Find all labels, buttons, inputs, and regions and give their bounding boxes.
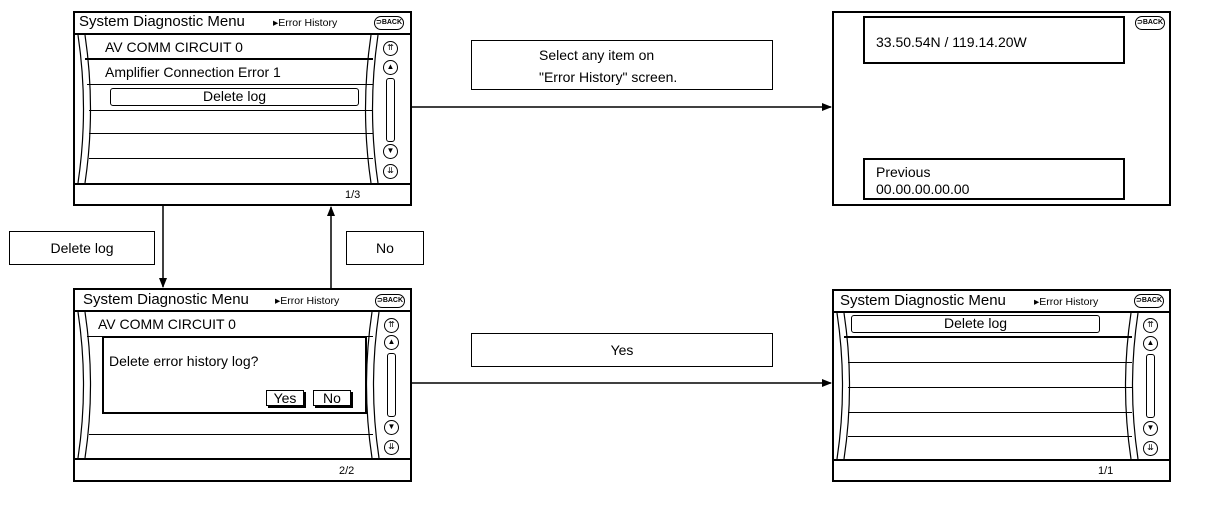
page-indicator: 2/2	[339, 465, 355, 477]
error-history-screen-2: System Diagnostic Menu ▸Error History ⊃B…	[73, 288, 412, 482]
row-divider	[89, 434, 373, 435]
error-history-screen-3: System Diagnostic Menu ▸Error History ⊃B…	[832, 289, 1171, 482]
row-divider	[87, 84, 373, 85]
delete-log-label: Delete log	[9, 231, 155, 265]
row-divider	[85, 58, 373, 60]
title-divider	[75, 310, 410, 312]
screen-subtitle: ▸Error History	[275, 295, 340, 307]
right-bezel	[364, 35, 379, 183]
scrollbar-track[interactable]	[1146, 354, 1155, 418]
screen-subtitle: ▸Error History	[1034, 296, 1099, 308]
scrollbar-track[interactable]	[387, 353, 396, 417]
back-button[interactable]: ⊃BACK	[1134, 294, 1164, 308]
screen-subtitle: ▸Error History	[273, 17, 338, 29]
left-bezel	[77, 312, 92, 458]
no-label: No	[346, 231, 424, 265]
title-divider	[834, 311, 1169, 313]
row-divider	[848, 387, 1132, 388]
down-arrow-icon[interactable]: ▼	[384, 420, 399, 435]
row-divider	[89, 110, 373, 111]
delete-log-button[interactable]: Delete log	[110, 88, 359, 106]
double-down-arrow-icon[interactable]: ⇊	[383, 164, 398, 179]
down-arrow-icon[interactable]: ▼	[383, 144, 398, 159]
page-indicator: 1/1	[1098, 465, 1114, 477]
left-bezel	[836, 313, 851, 459]
coordinates-text: 33.50.54N / 119.14.20W	[876, 34, 1027, 50]
error-history-screen-1: System Diagnostic Menu ▸Error History ⊃B…	[73, 11, 412, 206]
double-down-arrow-icon[interactable]: ⇊	[1143, 441, 1158, 456]
up-arrow-icon[interactable]: ▲	[383, 60, 398, 75]
footer-divider	[834, 459, 1169, 461]
location-field: 33.50.54N / 119.14.20W	[863, 16, 1125, 64]
scrollbar-track[interactable]	[386, 78, 395, 142]
back-button[interactable]: ⊃BACK	[374, 16, 404, 30]
screen-title: System Diagnostic Menu	[83, 291, 249, 308]
up-arrow-icon[interactable]: ▲	[1143, 336, 1158, 351]
list-item[interactable]: AV COMM CIRCUIT 0	[105, 39, 243, 55]
left-bezel	[77, 35, 92, 183]
row-divider	[89, 133, 373, 134]
previous-value: 00.00.00.00.00	[876, 181, 970, 197]
list-item[interactable]: AV COMM CIRCUIT 0	[98, 316, 236, 332]
right-bezel	[1124, 313, 1139, 459]
footer-divider	[75, 183, 410, 185]
dialog-message: Delete error history log?	[109, 353, 259, 369]
select-item-label: Select any item on "Error History" scree…	[471, 40, 773, 90]
up-arrow-icon[interactable]: ▲	[384, 335, 399, 350]
row-divider	[848, 412, 1132, 413]
title-divider	[75, 33, 410, 35]
page-indicator: 1/3	[345, 189, 361, 201]
screen-title: System Diagnostic Menu	[840, 292, 1006, 309]
double-down-arrow-icon[interactable]: ⇊	[384, 440, 399, 455]
row-divider	[844, 336, 1132, 338]
no-button[interactable]: No	[313, 390, 351, 406]
row-divider	[89, 158, 373, 159]
row-divider	[848, 436, 1132, 437]
footer-divider	[75, 458, 410, 460]
double-up-arrow-icon[interactable]: ⇈	[1143, 318, 1158, 333]
back-button[interactable]: ⊃BACK	[375, 294, 405, 308]
list-item[interactable]: Amplifier Connection Error 1	[105, 64, 281, 80]
yes-button[interactable]: Yes	[266, 390, 304, 406]
row-divider	[848, 362, 1132, 363]
select-item-line-2: "Error History" screen.	[539, 69, 678, 85]
down-arrow-icon[interactable]: ▼	[1143, 421, 1158, 436]
delete-confirm-dialog: Delete error history log? Yes No	[102, 336, 367, 414]
double-up-arrow-icon[interactable]: ⇈	[384, 318, 399, 333]
location-screen: 33.50.54N / 119.14.20W ⊃BACK Previous 00…	[832, 11, 1171, 206]
delete-log-button[interactable]: Delete log	[851, 315, 1100, 333]
yes-label: Yes	[471, 333, 773, 367]
screen-title: System Diagnostic Menu	[79, 13, 245, 30]
previous-label: Previous	[876, 164, 931, 180]
previous-field: Previous 00.00.00.00.00	[863, 158, 1125, 200]
select-item-line-1: Select any item on	[539, 47, 655, 63]
back-button[interactable]: ⊃BACK	[1135, 16, 1165, 30]
double-up-arrow-icon[interactable]: ⇈	[383, 41, 398, 56]
